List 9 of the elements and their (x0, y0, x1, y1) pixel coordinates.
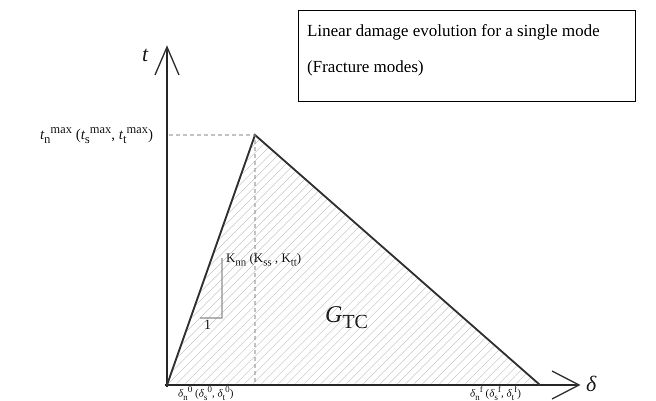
stiffness-label: K$_{nn}$ (K$_{ss}$ , K$_{tt}$) (226, 251, 302, 270)
title-box: Linear damage evolution for a single mode (Fracture modes) (298, 10, 636, 102)
energy-label: G$_{TC}$ (325, 302, 368, 333)
axis-label: δ (586, 372, 596, 396)
onset-separation-label: δ$_{n}$$^{0}$ (δ$_{s}$$^{0}$, δ$_{t}$$^{0}$) (178, 384, 234, 401)
slope-unit-label: 1 (204, 318, 211, 334)
axis-label: t (142, 42, 148, 66)
peak-traction-label: t$_{n}$$^{max}$ (t$_{s}$$^{max}$, t$_{t}$$^{max}$) (40, 123, 153, 147)
failure-separation-label: δ$_{n}$$^{f}$ (δ$_{s}$$^{f}$, δ$_{t}$$^{f}$) (470, 384, 521, 401)
